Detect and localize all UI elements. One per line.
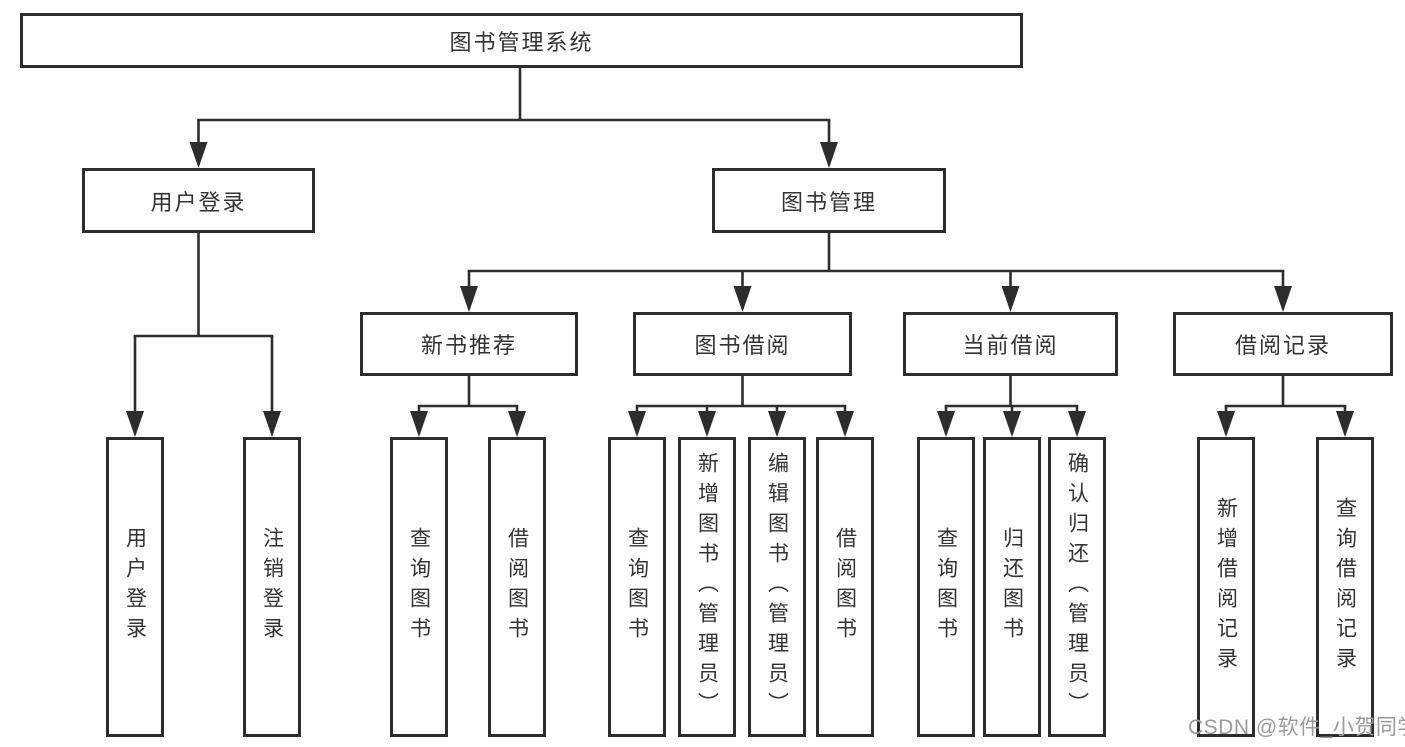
leaf-add-book-admin: 新增图书（管理员） bbox=[678, 437, 736, 737]
leaf-borrow-books: 借阅图书 bbox=[816, 437, 874, 737]
leaf-borrow-books-label: 借阅图书 bbox=[833, 527, 857, 647]
node-new-book-recommend: 新书推荐 bbox=[360, 312, 578, 376]
connector-book-mgmt-to-level3 bbox=[460, 233, 1292, 312]
connector-new-book-rec-to-leaves bbox=[410, 376, 526, 437]
leaf-logout: 注销登录 bbox=[243, 437, 301, 737]
leaf-query-books-current-label: 查询图书 bbox=[934, 527, 958, 647]
node-user-login-label: 用户登录 bbox=[150, 189, 247, 215]
node-borrowing-records-label: 借阅记录 bbox=[1234, 333, 1331, 358]
leaf-query-books-recommend: 查询图书 bbox=[390, 437, 448, 737]
leaf-user-login: 用户登录 bbox=[106, 437, 164, 737]
node-book-borrowing: 图书借阅 bbox=[633, 312, 852, 376]
node-current-borrowing-label: 当前借阅 bbox=[962, 333, 1059, 358]
leaf-confirm-return-admin-label: 确认归还（管理员） bbox=[1065, 452, 1089, 722]
leaf-borrow-books-recommend-label: 借阅图书 bbox=[505, 527, 529, 647]
connector-root-to-level2 bbox=[189, 68, 838, 168]
csdn-watermark: CSDN @软件_小贺同学 bbox=[1188, 716, 1405, 739]
connector-book-borrow-to-leaves bbox=[628, 376, 854, 437]
leaf-query-borrow-record-label: 查询借阅记录 bbox=[1333, 497, 1357, 677]
leaf-query-books-current: 查询图书 bbox=[917, 437, 975, 737]
leaf-add-borrow-record: 新增借阅记录 bbox=[1197, 437, 1255, 737]
leaf-add-book-admin-label: 新增图书（管理员） bbox=[695, 452, 719, 722]
leaf-query-books-borrow-label: 查询图书 bbox=[625, 527, 649, 647]
leaf-edit-book-admin-label: 编辑图书（管理员） bbox=[765, 452, 789, 722]
leaf-add-borrow-record-label: 新增借阅记录 bbox=[1214, 497, 1238, 677]
node-book-management-label: 图书管理 bbox=[780, 189, 877, 215]
leaf-query-books-recommend-label: 查询图书 bbox=[407, 527, 431, 647]
node-library-management-system-label: 图书管理系统 bbox=[449, 29, 594, 55]
leaf-return-book: 归还图书 bbox=[983, 437, 1041, 737]
leaf-borrow-books-recommend: 借阅图书 bbox=[488, 437, 546, 737]
connector-user-login-to-leaves bbox=[126, 233, 281, 437]
node-book-borrowing-label: 图书借阅 bbox=[694, 333, 791, 358]
leaf-query-borrow-record: 查询借阅记录 bbox=[1316, 437, 1374, 737]
connector-current-borrow-to-leaves bbox=[937, 376, 1086, 437]
node-user-login: 用户登录 bbox=[82, 168, 315, 233]
connector-borrow-record-to-leaves bbox=[1217, 376, 1354, 437]
leaf-user-login-label: 用户登录 bbox=[123, 527, 147, 647]
leaf-edit-book-admin: 编辑图书（管理员） bbox=[748, 437, 806, 737]
node-book-management: 图书管理 bbox=[712, 168, 946, 233]
node-current-borrowing: 当前借阅 bbox=[903, 312, 1118, 376]
leaf-return-book-label: 归还图书 bbox=[1000, 527, 1024, 647]
leaf-query-books-borrow: 查询图书 bbox=[608, 437, 666, 737]
node-library-management-system: 图书管理系统 bbox=[20, 13, 1023, 68]
node-borrowing-records: 借阅记录 bbox=[1173, 312, 1393, 376]
leaf-logout-label: 注销登录 bbox=[260, 527, 284, 647]
node-new-book-recommend-label: 新书推荐 bbox=[420, 333, 517, 358]
leaf-confirm-return-admin: 确认归还（管理员） bbox=[1048, 437, 1106, 737]
